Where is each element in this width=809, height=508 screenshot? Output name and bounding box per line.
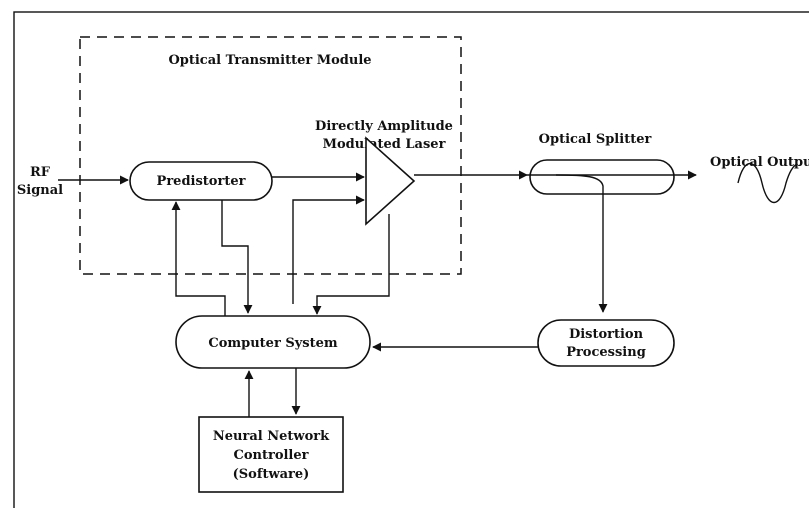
predistorter-label: Predistorter: [157, 174, 246, 189]
laser-triangle-icon: [365, 136, 416, 226]
nn-label-line2: Controller: [234, 448, 309, 463]
splitter-tap-arrow: [555, 174, 608, 313]
sine-wave-icon: [737, 163, 798, 203]
nn-label-line3: (Software): [233, 467, 310, 482]
laser-label-line1: Directly Amplitude: [315, 119, 453, 134]
nn-label-line1: Neural Network: [213, 429, 330, 444]
distortion-processing-block: [537, 319, 675, 367]
rf-label-line2: Signal: [17, 183, 63, 198]
transmitter-module-boundary: [79, 36, 462, 275]
distortion-label-line1: Distortion: [569, 327, 644, 342]
computer-to-predistorter-arrow: [171, 201, 226, 316]
computer-to-laser-arrow: [292, 195, 365, 304]
optical-output-label: Optical Output: [710, 155, 809, 170]
distortion-label-line2: Processing: [566, 345, 646, 360]
outer-frame: [13, 11, 809, 508]
laser-label-line2: Modulated Laser: [323, 137, 446, 152]
optical-splitter-block: [529, 159, 675, 195]
predistorter-to-computer-arrow: [221, 200, 253, 314]
predistorter-block: [129, 161, 273, 201]
module-title: Optical Transmitter Module: [168, 53, 371, 68]
laser-to-computer-arrow: [312, 214, 390, 315]
neural-network-controller-block: [198, 416, 344, 493]
rf-label-line1: RF: [30, 165, 51, 180]
computer-system-block: [175, 315, 371, 369]
computer-system-label: Computer System: [208, 336, 338, 351]
optical-splitter-label: Optical Splitter: [539, 132, 652, 147]
